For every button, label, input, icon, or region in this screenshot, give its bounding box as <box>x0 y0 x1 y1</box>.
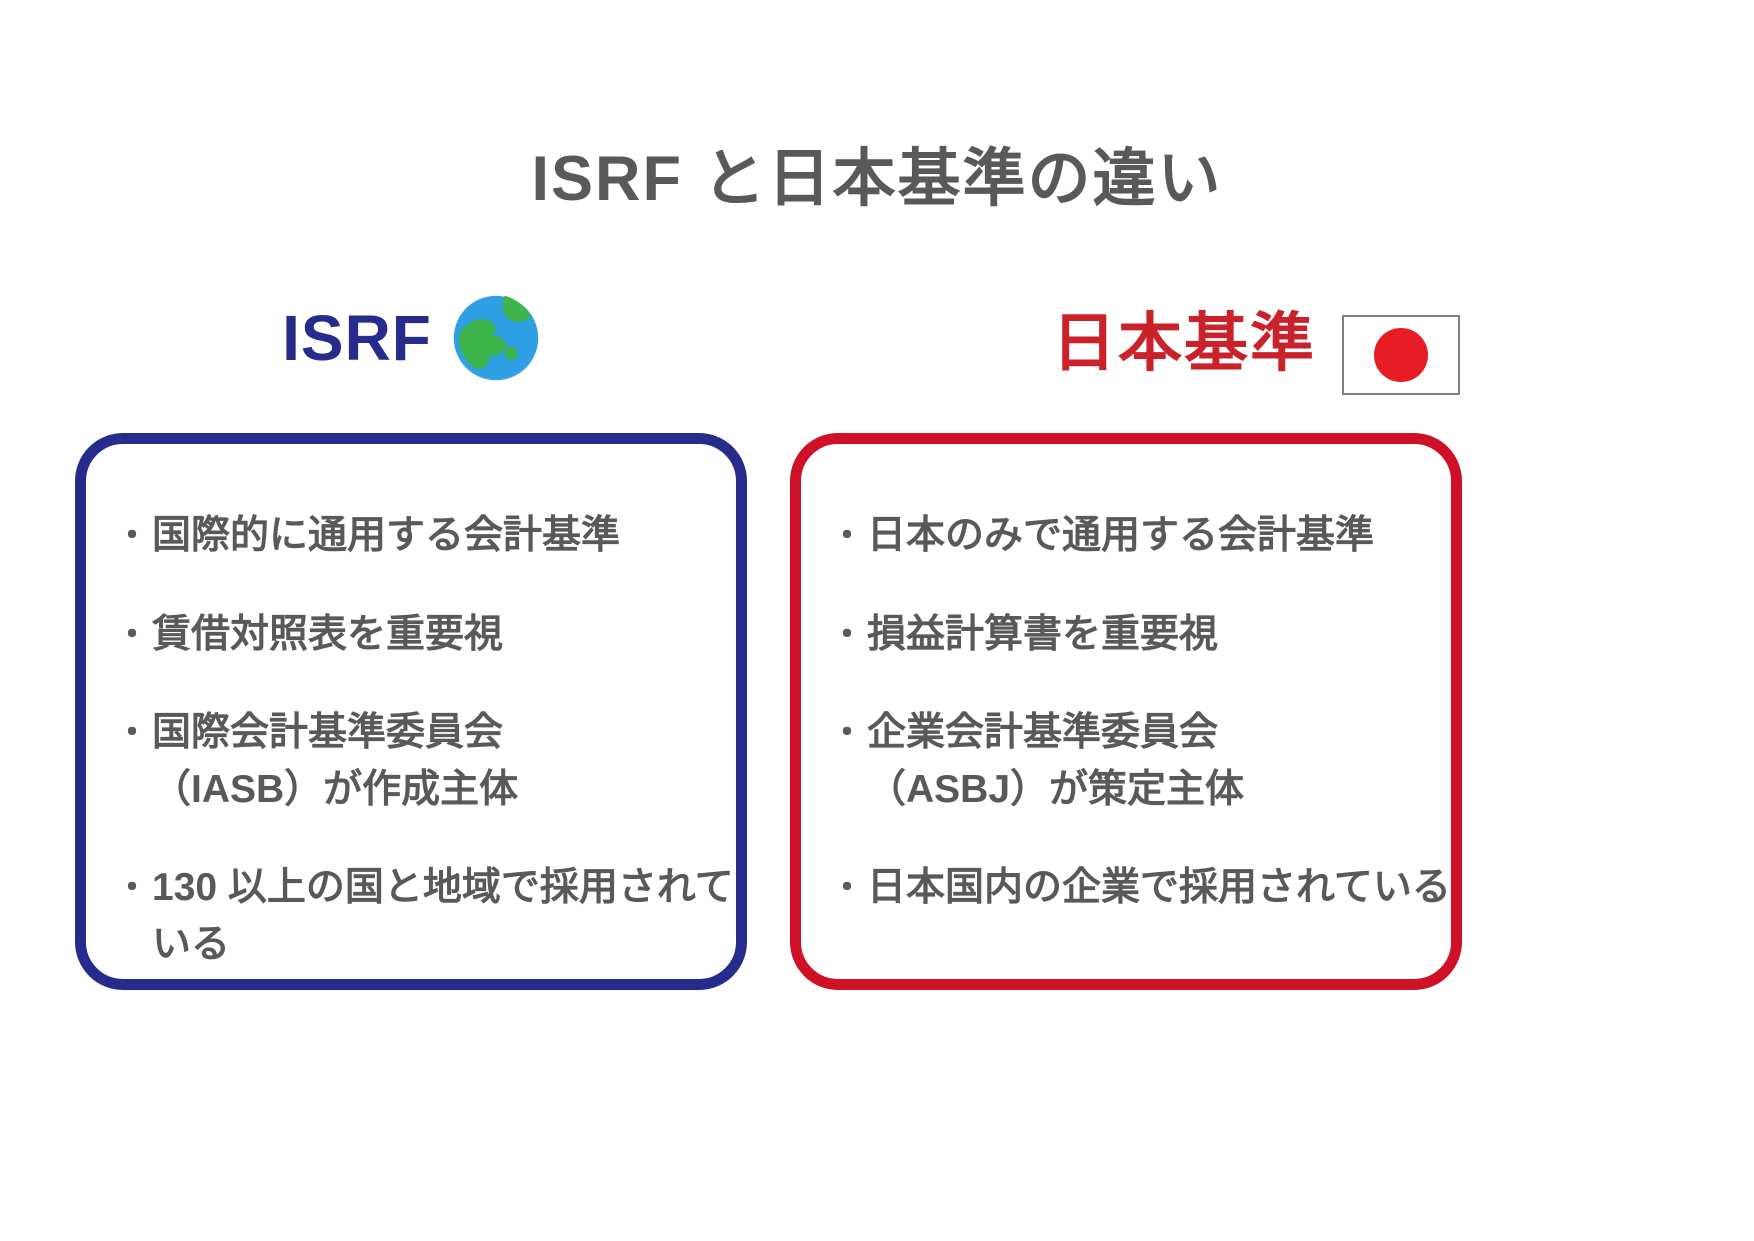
bullet-text: 賃借対照表を重要視 <box>152 612 504 656</box>
list-item: ・ 国際会計基準委員会 （IASB）が作成主体 <box>112 705 718 818</box>
bullet-marker: ・ <box>115 615 149 654</box>
bullet-marker: ・ <box>830 615 864 654</box>
right-panel-box: ・ 日本のみで通用する会計基準 ・ 損益計算書を重要視 ・ 企業会計基準委員会 … <box>790 433 1462 990</box>
bullet-marker: ・ <box>830 869 864 908</box>
bullet-text: 国際的に通用する会計基準 <box>152 514 621 557</box>
bullet-text: 企業会計基準委員会 （ASBJ）が策定主体 <box>867 711 1245 811</box>
left-panel-header: ISRF <box>75 278 747 398</box>
page-title: ISRF と日本基準の違い <box>531 144 1223 214</box>
japan-flag-icon <box>1342 315 1460 395</box>
list-item: ・ 日本のみで通用する会計基準 <box>827 508 1433 565</box>
list-item: ・ 損益計算書を重要視 <box>827 607 1433 664</box>
list-item: ・ 賃借対照表を重要視 <box>112 607 718 664</box>
bullet-marker: ・ <box>115 517 149 555</box>
left-panel-box: ・ 国際的に通用する会計基準 ・ 賃借対照表を重要視 ・ 国際会計基準委員会 （… <box>75 433 747 990</box>
bullet-text: 国際会計基準委員会 （IASB）が作成主体 <box>152 711 519 811</box>
list-item: ・ 企業会計基準委員会 （ASBJ）が策定主体 <box>827 705 1433 818</box>
bullet-marker: ・ <box>830 517 864 555</box>
list-item: ・ 130 以上の国と地域で採用されて いる <box>112 860 734 973</box>
bullet-text: 日本国内の企業で採用されている <box>867 866 1451 910</box>
bullet-marker: ・ <box>830 714 864 753</box>
list-item: ・ 日本国内の企業で採用されている <box>827 860 1451 917</box>
bullet-marker: ・ <box>115 714 149 753</box>
list-item: ・ 国際的に通用する会計基準 <box>112 508 718 565</box>
flag-sun-circle <box>1374 328 1428 382</box>
isrf-heading: ISRF <box>282 302 432 374</box>
bullet-text: 日本のみで通用する会計基準 <box>867 514 1375 557</box>
japan-standard-heading: 日本基準 <box>1052 307 1316 379</box>
globe-icon <box>453 295 539 381</box>
right-panel-header: 日本基準 <box>790 278 1462 398</box>
bullet-text: 130 以上の国と地域で採用されて いる <box>152 866 734 966</box>
bullet-marker: ・ <box>115 869 149 908</box>
bullet-text: 損益計算書を重要視 <box>867 612 1219 656</box>
